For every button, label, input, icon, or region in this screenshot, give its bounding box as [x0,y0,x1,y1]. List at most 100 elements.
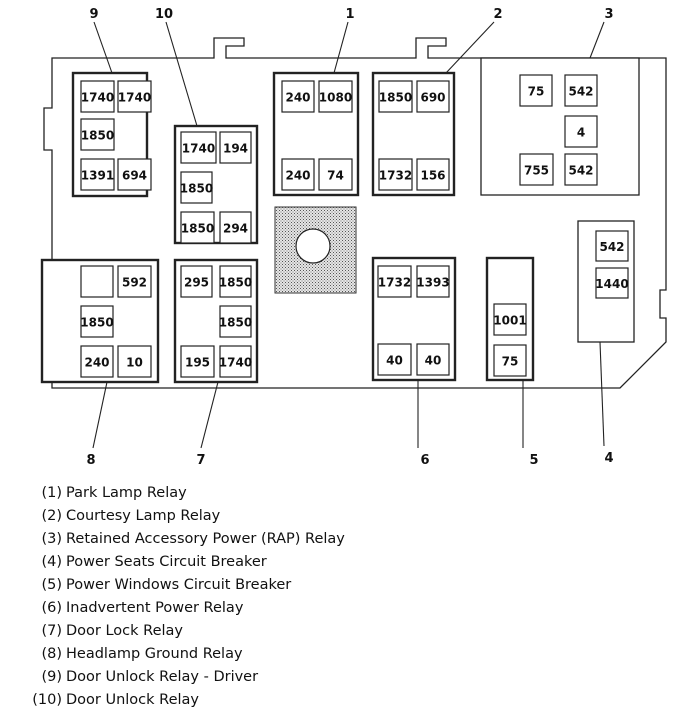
terminal-cell-box [595,267,629,299]
terminal-cell-box [318,158,353,191]
terminal-cell: 10 [117,345,152,378]
terminal-cell: 542 [564,74,598,107]
circuit-number: 195 [185,356,210,370]
terminal-cell: 1850 [378,80,413,113]
terminal-cell: 1850 [80,305,114,338]
terminal-cell: 240 [281,158,315,191]
circuit-number: 74 [327,169,344,183]
terminal-cell-box [377,265,412,298]
terminal-cell: 1732 [377,265,412,298]
relay-box-1: 240 1080 240 74 [272,71,360,197]
terminal-cell-box [117,80,152,113]
circuit-number: 1740 [81,91,114,105]
circuit-number: 1080 [319,91,352,105]
terminal-cell: 156 [416,158,450,191]
circuit-number: 40 [425,354,442,368]
terminal-cell: 1732 [378,158,413,191]
callout-number: 8 [86,453,95,468]
terminal-cell-box [219,265,252,298]
callout-number: 3 [604,7,613,22]
legend-number: (7) [41,623,62,639]
callout-number: 7 [196,453,205,468]
circuit-number: 755 [524,164,549,178]
relay-box-5: 1001 75 [485,256,535,382]
terminal-cell-box [219,305,252,338]
terminal-cell: 240 [80,345,114,378]
callout-number: 10 [155,7,173,22]
circuit-number: 240 [285,91,310,105]
terminal-cell: 1440 [595,267,629,299]
terminal-cell: 1850 [219,265,252,298]
callout-number: 2 [493,7,502,22]
terminal-cell: 542 [595,230,629,262]
circuit-number: 156 [420,169,445,183]
callout-leader-line [93,21,113,74]
callout-leader-line [92,381,108,449]
circuit-number: 1391 [81,169,114,183]
terminal-cell: 690 [416,80,450,113]
legend-label: Park Lamp Relay [66,485,187,501]
circuit-number: 40 [386,354,403,368]
circuit-number: 1850 [219,276,252,290]
terminal-cell-box [80,305,114,338]
circuit-number: 1740 [182,142,215,156]
terminal-cell-box [564,74,598,107]
terminal-cell: 1080 [318,80,353,113]
terminal-cell-box [219,131,252,164]
circuit-number: 1732 [378,276,411,290]
terminal-cell: 1850 [180,211,215,244]
circuit-number: 1850 [379,91,412,105]
terminal-cell: 75 [519,74,553,107]
terminal-cell-box [416,343,450,376]
legend-label: Power Seats Circuit Breaker [66,554,267,570]
circuit-number: 542 [568,85,593,99]
circuit-number: 75 [502,355,519,369]
legend-number: (1) [41,485,62,501]
terminal-cell: 1393 [416,265,450,298]
legend-label: Door Lock Relay [66,623,183,639]
terminal-cell-box [318,80,353,113]
terminal-cell-box [117,345,152,378]
legend-label: Door Unlock Relay - Driver [66,669,259,685]
legend-item: (2)Courtesy Lamp Relay [0,505,220,527]
terminal-cell-box [219,345,252,378]
callout-leader-line [333,21,349,74]
callout-leader-line [165,21,198,127]
callout-number: 5 [529,453,538,468]
callout-leader-line [200,381,219,449]
terminal-cell-box [117,265,152,298]
terminal-cell: 74 [318,158,353,191]
legend-number: (6) [41,600,62,616]
terminal-cell-box [80,80,115,113]
relay-box-4: 542 1440 [577,220,635,343]
relay-box-2: 1850 690 1732 156 [371,71,456,197]
circuit-number: 1850 [81,129,114,143]
terminal-cell-box [416,265,450,298]
terminal-cell: 1740 [219,345,252,378]
terminal-cell-box [180,211,215,244]
circuit-number: 592 [122,276,147,290]
circuit-number: 690 [420,91,445,105]
center-stud-hole [295,228,331,264]
legend-number: (2) [41,508,62,524]
terminal-cell-box [416,80,450,113]
legend-item: (3)Retained Accessory Power (RAP) Relay [0,528,344,550]
circuit-number: 1740 [219,356,252,370]
legend-number: (9) [41,669,62,685]
callout-number: 6 [420,453,429,468]
terminal-cell: 1001 [493,303,527,336]
callout-number: 1 [345,7,354,22]
circuit-number: 694 [122,169,147,183]
legend-number: (3) [41,531,62,547]
relay-box-outline [480,57,640,196]
terminal-cell-box [80,158,115,191]
terminal-cell: 592 [117,265,152,298]
circuit-number: 542 [599,240,624,254]
circuit-number: 194 [223,142,248,156]
callout-number: 4 [604,451,613,466]
legend-number: (5) [41,577,62,593]
